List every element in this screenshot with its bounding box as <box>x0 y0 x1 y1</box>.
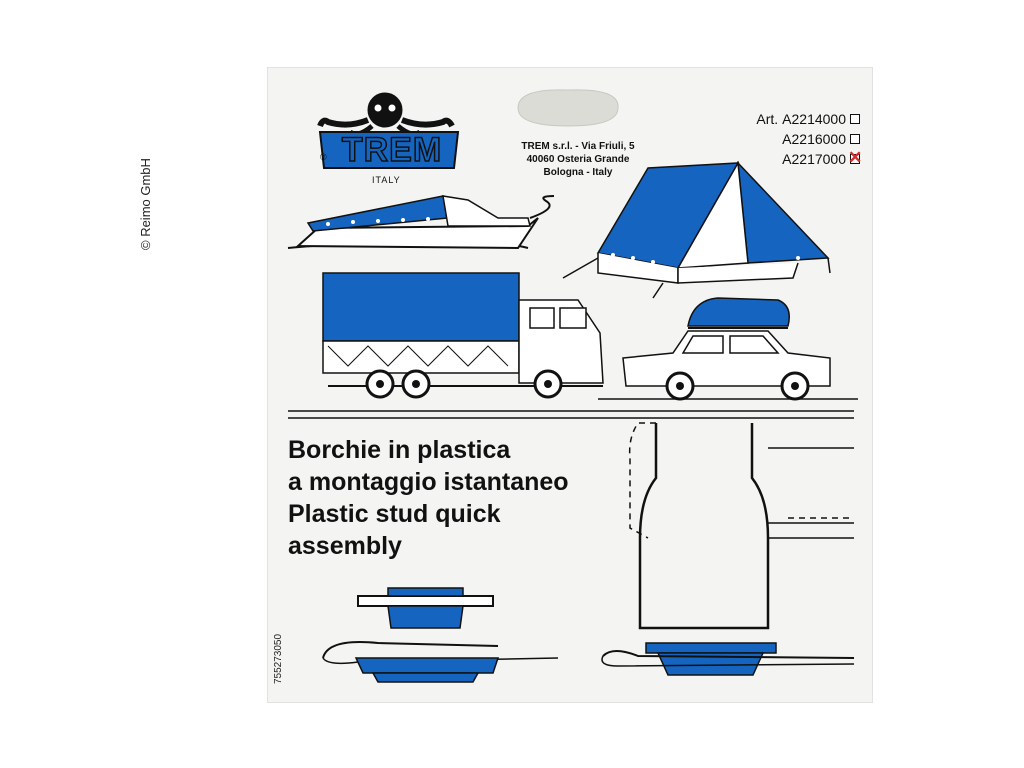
product-number: 755273050 <box>273 633 284 684</box>
company-address: TREM s.r.l. - Via Friuli, 5 40060 Osteri… <box>513 140 643 179</box>
registered-mark: ® <box>320 152 327 162</box>
article-row: Art. A2214000 <box>734 109 860 129</box>
article-list: Art. A2214000 A2216000 A2217000 <box>734 109 862 169</box>
article-code: A2214000 <box>782 111 846 127</box>
address-line-3: Bologna - Italy <box>543 167 613 178</box>
article-row: A2216000 <box>734 129 860 149</box>
article-code: A2216000 <box>782 131 846 147</box>
brand-country: ITALY <box>372 175 401 185</box>
copyright-notice: © Reimo GmbH <box>138 158 153 250</box>
product-title: Borchie in plastica a montaggio istantan… <box>288 434 618 562</box>
stud-base-icon <box>601 642 855 676</box>
truck-illustration-icon <box>322 272 604 399</box>
stud-cap-icon <box>357 587 494 629</box>
article-code: A2217000 <box>782 151 846 167</box>
illustrations <box>287 89 858 683</box>
car-illustration-icon <box>598 297 858 401</box>
address-line-2: 40060 Osteria Grande <box>526 154 630 165</box>
article-checkbox <box>850 114 860 124</box>
product-card: TREM ® ITALY TREM s.r.l. - Via Friuli, 5… <box>267 67 873 703</box>
title-english-line-1: Plastic stud quick <box>288 500 501 528</box>
brand-logo: TREM <box>341 131 443 169</box>
hang-hole <box>517 89 619 127</box>
title-english-line-2: assembly <box>288 532 402 560</box>
stud-cross-section-illustration <box>628 422 854 630</box>
article-checkbox <box>850 134 860 144</box>
tent-illustration-icon <box>562 160 831 299</box>
title-italian-line-2: a montaggio istantaneo <box>288 468 569 496</box>
address-line-1: TREM s.r.l. - Via Friuli, 5 <box>521 141 635 152</box>
article-prefix: Art. <box>756 111 779 127</box>
article-checkbox-checked <box>848 148 862 168</box>
title-italian-line-1: Borchie in plastica <box>288 436 511 464</box>
stud-washer-icon <box>322 641 559 683</box>
article-row: A2217000 <box>734 148 862 169</box>
boat-illustration-icon <box>287 195 555 250</box>
octopus-logo-icon <box>317 92 460 169</box>
